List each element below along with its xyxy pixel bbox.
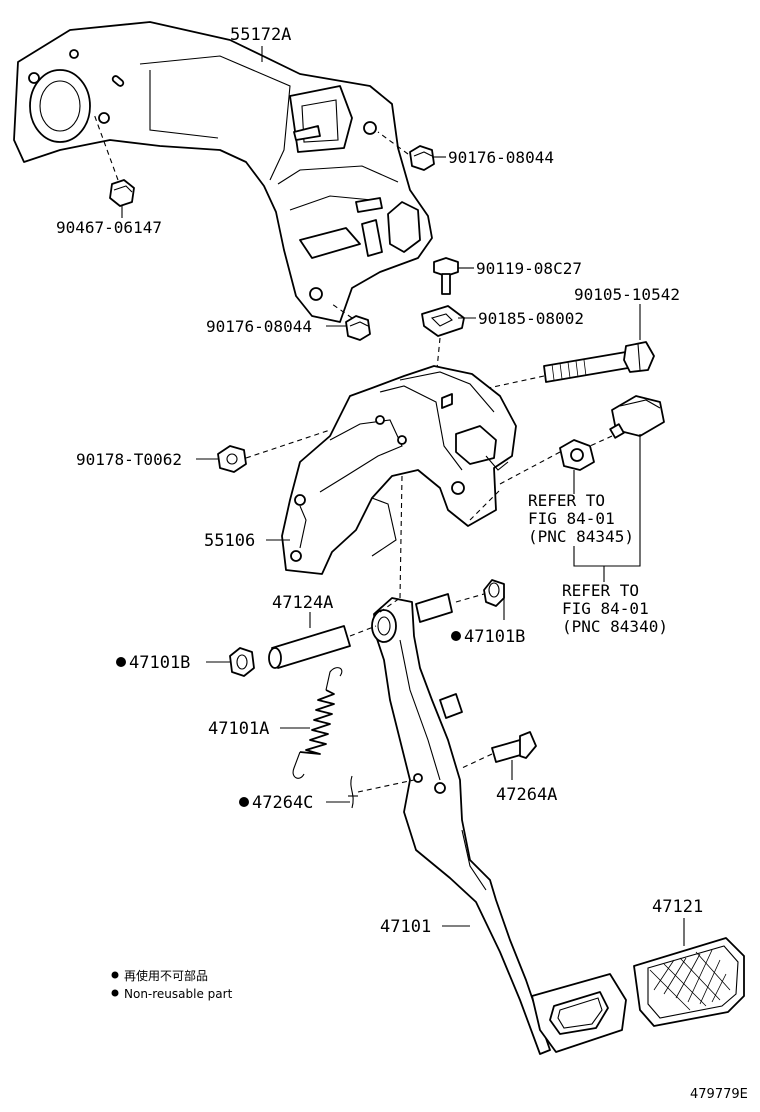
leader-lines <box>121 46 685 946</box>
reference-84340-line2: FIG 84-01 <box>562 599 649 618</box>
callout-90105-10542: 90105-10542 <box>574 285 680 304</box>
pin-47124A-drawing <box>268 625 377 669</box>
clip-47264C-drawing <box>348 775 415 809</box>
legend-dot-2 <box>111 989 119 997</box>
callout-90176-08044-top: 90176-08044 <box>448 148 554 167</box>
non-reusable-dot-47101B-right <box>451 631 461 641</box>
pedal-support-55106-drawing <box>245 365 517 599</box>
reference-84340-line3: (PNC 84340) <box>562 617 668 636</box>
stop-lamp-switch-drawing <box>589 395 665 447</box>
pin-47264A-drawing <box>461 731 537 769</box>
bolt-90105-10542-drawing <box>469 341 655 393</box>
callout-47264A: 47264A <box>496 785 557 805</box>
callout-47101B-right: 47101B <box>464 627 525 647</box>
reference-84345-line1: REFER TO <box>528 491 605 510</box>
nut-90176-08044-top-drawing <box>377 131 435 171</box>
callout-90467-06147: 90467-06147 <box>56 218 162 237</box>
nut-90467-06147-drawing <box>93 113 135 207</box>
collar-drawing <box>499 439 595 485</box>
pedal-pad-47121-drawing <box>633 937 745 1027</box>
legend-dot-1 <box>111 971 119 979</box>
callout-90119-08C27: 90119-08C27 <box>476 259 582 278</box>
callout-55106: 55106 <box>204 531 255 551</box>
pedal-arm-47101-drawing <box>371 597 627 1055</box>
callout-90185-08002: 90185-08002 <box>478 309 584 328</box>
callout-47101A: 47101A <box>208 719 269 739</box>
reference-84345-line2: FIG 84-01 <box>528 509 615 528</box>
legend-item-1: 再使用不可部品 <box>124 968 208 983</box>
nut-90176-08044-bottom-drawing <box>331 303 371 341</box>
non-reusable-dot-47264C <box>239 797 249 807</box>
bushing-47101B-left-drawing <box>229 647 255 677</box>
callout-55172A: 55172A <box>230 25 291 45</box>
callout-90176-08044-bottom: 90176-08044 <box>206 317 312 336</box>
callout-47264C: 47264C <box>252 793 313 813</box>
callout-90178-T0062: 90178-T0062 <box>76 450 182 469</box>
callout-47124A: 47124A <box>272 593 333 613</box>
legend-item-2: Non-reusable part <box>124 987 233 1001</box>
bushing-47101B-right-drawing <box>415 579 505 623</box>
non-reusable-dot-47101B-left <box>116 657 126 667</box>
reference-84345-line3: (PNC 84345) <box>528 527 634 546</box>
callout-47101B-left: 47101B <box>129 653 190 673</box>
reference-84340-line1: REFER TO <box>562 581 639 600</box>
bolt-90119-08C27-drawing <box>433 257 459 295</box>
figure-number: 479779E <box>690 1087 748 1102</box>
callout-47121: 47121 <box>652 897 703 917</box>
spring-47101A-drawing <box>292 667 343 779</box>
bracket-55172A-drawing <box>13 21 433 323</box>
callout-47101: 47101 <box>380 917 431 937</box>
nut-90178-T0062-drawing <box>217 445 247 473</box>
